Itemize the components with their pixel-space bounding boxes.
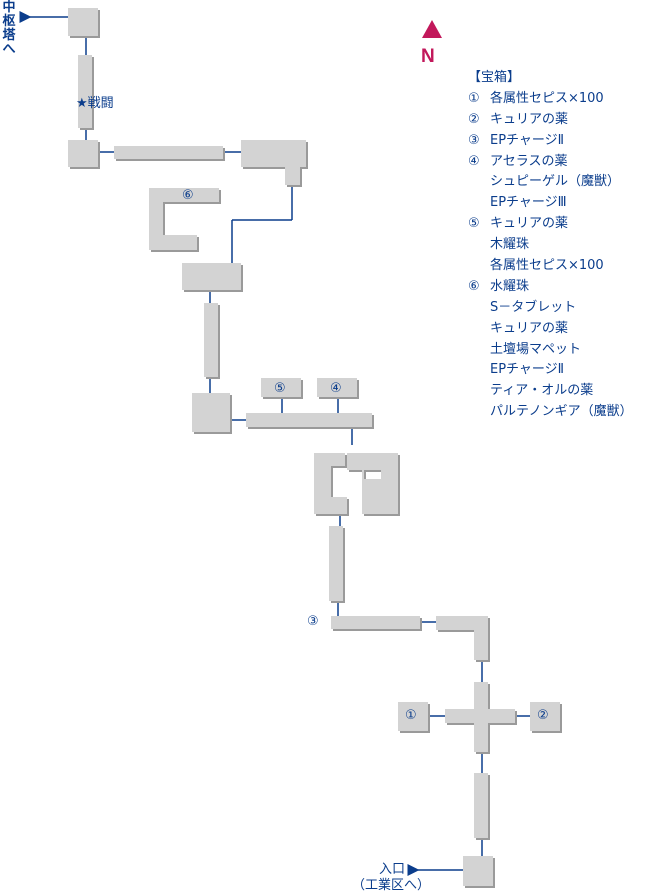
legend-entry-1: ① 各属性セピス×100 [468, 89, 633, 110]
legend-number: ④ [468, 153, 480, 169]
legend-item: 木耀珠 [490, 237, 530, 253]
legend-entry-6: ⑥ 水耀珠 [468, 277, 633, 298]
corridor-lines [85, 36, 530, 856]
corridor-chest-3 [331, 616, 420, 629]
exit-label-char: 中 [2, 0, 16, 15]
room-west-mid [192, 393, 230, 432]
chest-marker-3: ③ [307, 614, 319, 629]
corridor-south-final [474, 773, 488, 838]
room-chest-2 [530, 702, 560, 731]
legend-item: パルテノンギア（魔獣） [490, 404, 633, 420]
battle-label: ★戦闘 [76, 96, 114, 111]
corridor-chest-row [246, 413, 372, 427]
room-chest-5 [261, 378, 301, 397]
room-chest-1 [398, 702, 428, 731]
corridor-south-vertical [329, 526, 343, 601]
chest-marker-4: ④ [330, 381, 342, 396]
legend-item: EPチャージⅡ [490, 362, 565, 378]
rooms [68, 8, 560, 886]
room-crossroad [445, 682, 515, 752]
legend-title: 【宝箱】 [468, 70, 521, 85]
legend-item: シュピーゲル（魔獣） [490, 174, 621, 190]
legend-entry-5: ⑤ キュリアの薬 [468, 214, 633, 235]
legend-item: ティア・オルの薬 [490, 383, 594, 399]
treasure-legend: 【宝箱】 ① 各属性セピス×100 ② キュリアの薬 ③ EPチャージⅡ ④ アセラスの… [468, 68, 633, 423]
room-battle [68, 140, 98, 167]
legend-entry-2: ② キュリアの薬 [468, 110, 633, 131]
legend-item: 各属性セピス×100 [490, 258, 604, 274]
north-label: N [421, 46, 435, 67]
entrance-sublabel: （工業区へ） [352, 878, 431, 893]
legend-number: ⑤ [468, 216, 480, 232]
legend-item: 各属性セピス×100 [490, 90, 604, 106]
legend-item: キュリアの薬 [490, 111, 569, 127]
legend-item: EPチャージⅢ [490, 195, 567, 211]
exit-label-char: 枢 [2, 14, 16, 29]
north-arrow-icon [422, 20, 442, 38]
legend-item: 水耀珠 [490, 278, 530, 294]
exit-label-central-tower: 中 枢 塔 へ [2, 1, 16, 57]
corridor-mid-vertical [204, 303, 218, 377]
chest-marker-6: ⑥ [182, 188, 194, 203]
room-spiral [314, 453, 398, 514]
exit-label-char: へ [2, 42, 16, 57]
room-central-upper [182, 263, 241, 290]
legend-entry-3: ③ EPチャージⅡ [468, 131, 633, 152]
legend-item: アセラスの薬 [490, 153, 568, 169]
room-chest-4 [317, 378, 357, 397]
legend-number: ① [468, 90, 480, 106]
room-chest-6 [149, 188, 219, 250]
entrance-label: 入口 [379, 862, 406, 877]
room-se-corner [436, 616, 488, 660]
corridor-north-horizontal [114, 146, 223, 159]
legend-number: ③ [468, 132, 480, 148]
legend-item: キュリアの薬 [490, 320, 569, 336]
legend-item: S－タブレット [490, 299, 577, 315]
room-entrance [463, 856, 493, 886]
legend-number: ⑥ [468, 278, 480, 294]
room-nw-start [68, 8, 98, 36]
chest-marker-1: ① [405, 708, 417, 723]
legend-item: 土壇場マペット [490, 341, 582, 357]
legend-number: ② [468, 111, 480, 127]
exit-label-char: 塔 [2, 28, 16, 43]
legend-item: キュリアの薬 [490, 216, 569, 232]
chest-marker-5: ⑤ [274, 381, 286, 396]
room-ne-corner [241, 140, 306, 185]
legend-entry-4: ④ アセラスの薬 [468, 152, 633, 173]
legend-item: EPチャージⅡ [490, 132, 565, 148]
chest-marker-2: ② [537, 708, 549, 723]
corridor-north-vertical [78, 55, 92, 128]
